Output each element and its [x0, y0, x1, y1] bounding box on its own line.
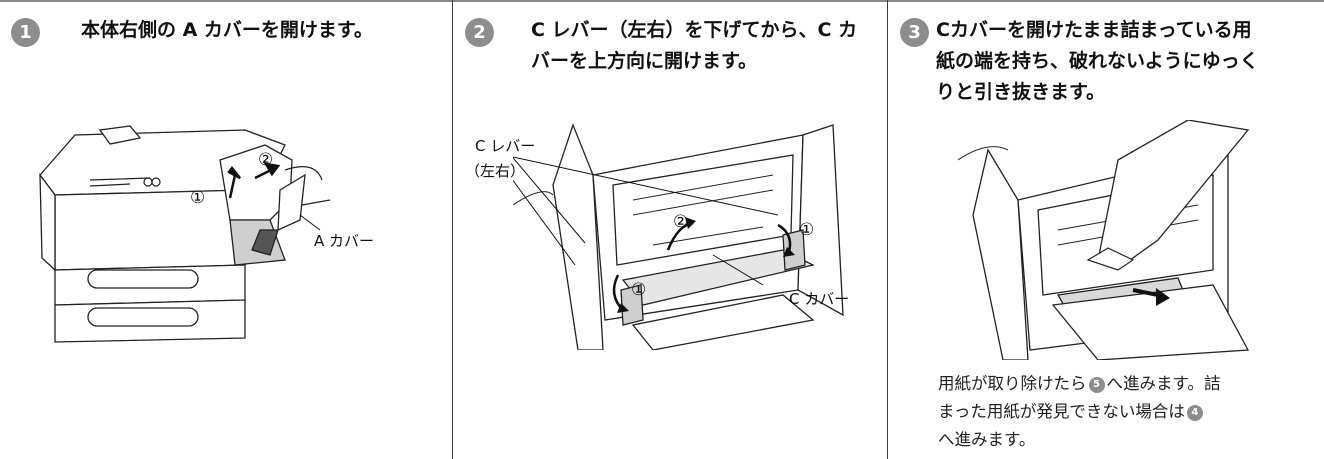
top-border — [0, 0, 1324, 2]
step-title-line: C レバー（左右）を下げてから、C カ — [531, 19, 858, 41]
step-1: 1 本体右側の A カバーを開けます。 ① ② — [0, 0, 452, 459]
callout-marker: ① — [799, 220, 814, 240]
callout-marker: ② — [258, 150, 273, 170]
step-title-line: バーを上方向に開けます。 — [531, 50, 758, 72]
step-title: 本体右側の A カバーを開けます。 — [81, 19, 374, 41]
step-number-badge: 1 — [11, 18, 40, 47]
step-reference-5[interactable]: 5 — [1088, 377, 1105, 393]
c-lever-label: （左右） — [465, 162, 526, 180]
printer-illustration: ① ② — [39, 125, 331, 343]
step-title-line: りと引き抜きます。 — [936, 81, 1106, 103]
step-title-line: 紙の端を持ち、破れないようにゆっく — [936, 50, 1259, 72]
step-3: 3 Cカバーを開けたまま詰まっている用 紙の端を持ち、破れないようにゆっく りと… — [888, 0, 1324, 459]
step-number-badge: 3 — [900, 18, 929, 47]
printer-interior-illustration: ② ① ① — [513, 123, 844, 350]
a-cover-label: A カバー — [314, 232, 375, 250]
step-title-line: Cカバーを開けたまま詰まっている用 — [936, 19, 1252, 41]
column-divider — [887, 0, 888, 459]
step-2: 2 C レバー（左右）を下げてから、C カ バーを上方向に開けます。 C レバー… — [453, 0, 887, 459]
paper-removal-illustration — [958, 120, 1250, 360]
c-lever-label: C レバー — [475, 137, 536, 155]
column-divider — [452, 0, 453, 459]
callout-marker: ① — [190, 188, 205, 208]
note-text: へ進みます。詰 — [1106, 374, 1221, 393]
callout-marker: ② — [673, 212, 688, 232]
note-text: 用紙が取り除けたら — [938, 374, 1087, 393]
note-text: まった用紙が発見できない場合は — [938, 402, 1185, 421]
step-number-badge: 2 — [465, 18, 494, 47]
note-text: へ進みます。 — [938, 430, 1036, 449]
step-reference-4[interactable]: 4 — [1186, 405, 1203, 421]
callout-marker: ① — [631, 280, 646, 300]
c-cover-label: C カバー — [789, 290, 850, 308]
